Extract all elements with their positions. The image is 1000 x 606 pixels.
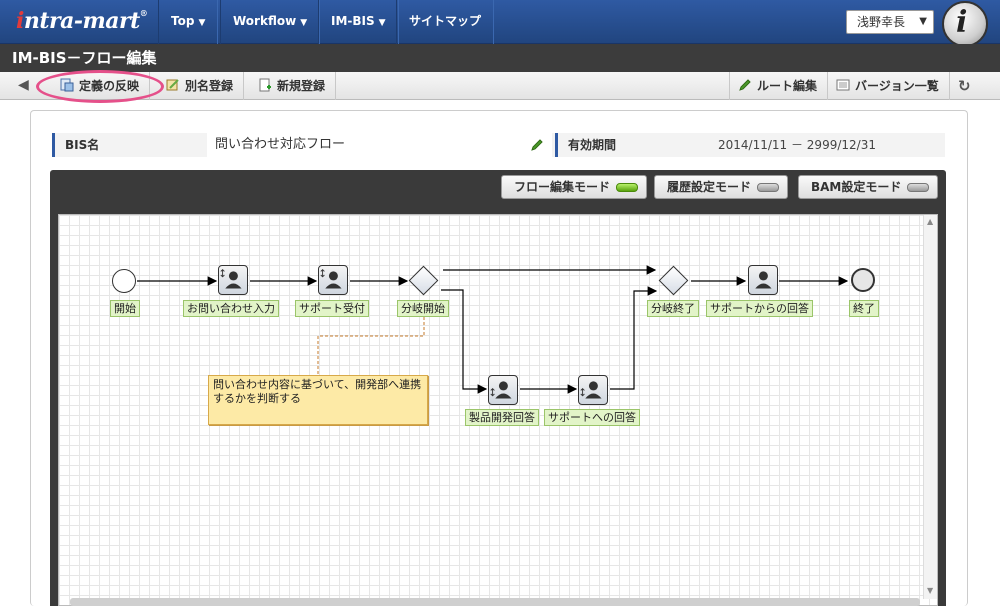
history-mode-label: 履歴設定モード <box>667 180 752 194</box>
new-label: 新規登録 <box>277 79 326 93</box>
user-task-icon <box>490 381 512 399</box>
start-label: 開始 <box>110 300 140 317</box>
inquiry-task-node[interactable] <box>218 265 248 295</box>
nav-workflow[interactable]: Workflow▼ <box>220 0 321 44</box>
support-receive-task-node[interactable] <box>318 265 348 295</box>
support-answer-from-label: サポートからの回答 <box>706 300 813 317</box>
nav-sitemap-label: サイトマップ <box>409 14 482 28</box>
bam-mode-label: BAM設定モード <box>811 180 902 194</box>
refresh-button[interactable]: ↻ <box>950 72 981 100</box>
vertical-scrollbar[interactable]: ▲▼ <box>923 215 937 599</box>
memo-note[interactable]: 問い合わせ内容に基づいて、開発部へ連携するかを判断する <box>208 375 428 425</box>
support-answer-to-task-node[interactable] <box>578 375 608 405</box>
reflect-definition-button[interactable]: 定義の反映 <box>52 72 151 100</box>
user-task-icon <box>580 381 602 399</box>
support-receive-label: サポート受付 <box>295 300 369 317</box>
end-label: 終了 <box>849 300 879 317</box>
mode-indicator-off <box>907 183 930 192</box>
support-answer-to-label: サポートへの回答 <box>544 409 640 426</box>
top-navbar: intra-mart® Top▼ Workflow▼ IM-BIS▼ サイトマッ… <box>0 0 1000 47</box>
mode-indicator-off <box>757 183 780 192</box>
flow-edit-mode-label: フロー編集モード <box>514 180 611 194</box>
history-mode-button[interactable]: 履歴設定モード <box>654 175 789 199</box>
chevron-down-icon: ▼ <box>919 16 927 27</box>
end-node[interactable] <box>851 268 875 292</box>
reflect-label: 定義の反映 <box>79 79 140 93</box>
im-info-icon[interactable]: i <box>942 1 988 47</box>
support-answer-from-task-node[interactable] <box>748 265 778 295</box>
chevron-down-icon: ▼ <box>300 18 308 28</box>
bis-name-label: BIS名 <box>52 133 207 157</box>
edit-pencil-icon[interactable] <box>530 138 544 152</box>
new-document-icon <box>259 78 271 92</box>
back-arrow-icon[interactable]: ◀ <box>18 77 29 93</box>
route-edit-button[interactable]: ルート編集 <box>729 72 829 100</box>
scroll-down-icon[interactable]: ▼ <box>927 586 934 595</box>
chevron-down-icon: ▼ <box>378 18 386 28</box>
toolbar: ◀ 定義の反映 別名登録 新規登録 ルート編集 バージョン一覧 ↻ <box>0 72 1000 100</box>
alias-icon <box>166 79 179 91</box>
period-value: 2014/11/11 － 2999/12/31 <box>710 133 945 157</box>
nav-top-label: Top <box>171 14 195 28</box>
refresh-icon: ↻ <box>958 77 971 95</box>
bis-name-value: 問い合わせ対応フロー <box>207 133 552 157</box>
alias-label: 別名登録 <box>185 79 234 93</box>
user-task-icon <box>755 271 772 289</box>
nav-im-bis-label: IM-BIS <box>331 14 375 28</box>
branch-end-label: 分岐終了 <box>647 300 699 317</box>
horizontal-scrollbar[interactable] <box>70 598 920 606</box>
product-answer-label: 製品開発回答 <box>465 409 539 426</box>
flow-edit-mode-button[interactable]: フロー編集モード <box>501 175 648 199</box>
inquiry-label: お問い合わせ入力 <box>183 300 279 317</box>
pencil-icon <box>739 79 751 91</box>
new-register-button[interactable]: 新規登録 <box>250 72 337 100</box>
user-name: 浅野幸長 <box>857 15 906 29</box>
start-node[interactable] <box>112 269 136 293</box>
user-task-icon <box>220 268 242 289</box>
nav-sitemap[interactable]: サイトマップ <box>396 0 495 44</box>
info-row: BIS名 問い合わせ対応フロー 有効期間 2014/11/11 － 2999/1… <box>52 133 945 157</box>
nav-top[interactable]: Top▼ <box>158 0 219 44</box>
version-list-button[interactable]: バージョン一覧 <box>828 72 950 100</box>
nav-workflow-label: Workflow <box>233 14 297 28</box>
branch-start-label: 分岐開始 <box>397 300 449 317</box>
mode-bar: フロー編集モード 履歴設定モード BAM設定モード <box>50 170 946 206</box>
route-edit-label: ルート編集 <box>757 79 818 93</box>
mode-indicator-on <box>616 183 639 192</box>
bam-mode-button[interactable]: BAM設定モード <box>798 175 939 199</box>
user-task-icon <box>320 268 342 289</box>
scroll-up-icon[interactable]: ▲ <box>927 217 934 226</box>
period-label: 有効期間 <box>555 133 710 157</box>
product-answer-task-node[interactable] <box>488 375 518 405</box>
chevron-down-icon: ▼ <box>198 18 206 28</box>
reflect-icon <box>60 78 74 92</box>
user-menu-button[interactable]: 浅野幸長 ▼ <box>846 10 934 34</box>
list-icon <box>836 79 850 91</box>
page-title: IM-BIS－フロー編集 <box>0 44 1000 72</box>
version-list-label: バージョン一覧 <box>855 79 939 93</box>
alias-register-button[interactable]: 別名登録 <box>158 72 245 100</box>
intra-mart-logo[interactable]: intra-mart® <box>16 8 148 34</box>
nav-im-bis[interactable]: IM-BIS▼ <box>318 0 399 44</box>
